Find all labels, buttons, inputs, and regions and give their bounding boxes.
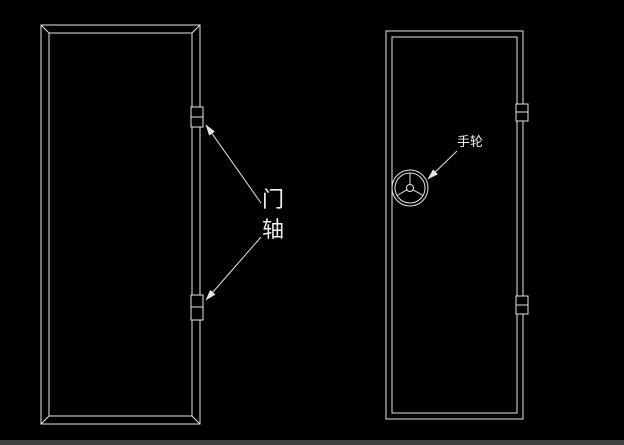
door-axis-label-line2: 轴 — [262, 218, 284, 243]
right-door — [385, 30, 529, 420]
bottom-window-edge — [0, 440, 624, 445]
left-door-hinge-bottom — [190, 294, 204, 321]
handwheel-callout: 手轮 — [427, 135, 483, 180]
handwheel-leader-arrow — [427, 150, 458, 180]
handwheel-spoke-left — [396, 189, 408, 196]
left-door — [40, 24, 204, 425]
left-door-corner-miter-bl — [40, 415, 50, 425]
handwheel-outer-rim — [391, 169, 429, 207]
left-door-corner-miter-br — [191, 415, 201, 425]
handwheel-label: 手轮 — [457, 135, 483, 150]
handwheel-icon — [391, 169, 429, 207]
left-door-hinge-top — [190, 106, 204, 128]
door-axis-label-line1: 门 — [262, 188, 284, 213]
left-door-inner-frame — [48, 32, 193, 417]
right-door-inner-frame — [391, 36, 518, 414]
door-axis-leader-top-arrow — [205, 124, 262, 204]
door-axis-leader-bottom-arrow — [205, 236, 262, 301]
left-door-outer-frame — [40, 24, 201, 425]
handwheel-spoke-right — [412, 189, 424, 196]
handwheel-hub — [406, 184, 414, 192]
left-door-corner-miter-tr — [191, 24, 201, 34]
right-door-hinge-bottom — [515, 295, 529, 315]
left-door-corner-miter-tl — [40, 24, 50, 34]
right-door-hinge-top — [515, 103, 529, 122]
door-axis-callout: 门 轴 — [205, 124, 284, 301]
right-door-outer-frame — [385, 30, 524, 420]
